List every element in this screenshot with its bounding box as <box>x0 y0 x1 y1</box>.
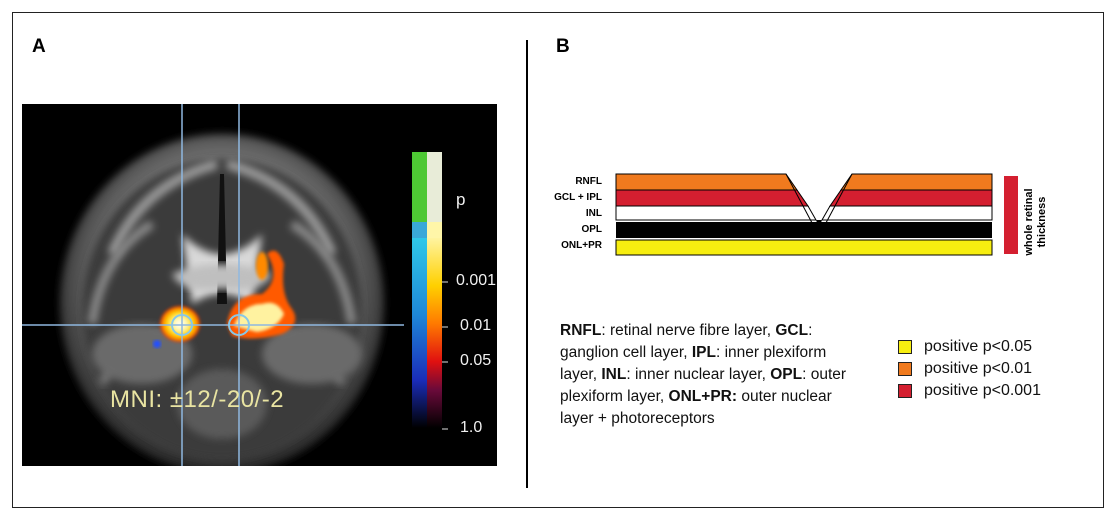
brain-mri-image: p 0.001 0.01 0.05 1.0 <box>22 104 497 466</box>
layer-band-inl <box>615 205 817 221</box>
colorbar-tick-label: 0.001 <box>456 272 497 289</box>
colorbar-tick-label: 0.01 <box>460 317 492 334</box>
layer-label-gcl-ipl: GCL + IPL <box>554 192 602 203</box>
layer-band-gcl-ipl <box>829 189 993 207</box>
mni-coordinates: MNI: ±12/-20/-2 <box>110 386 285 413</box>
whole-retinal-thickness-label: whole retinal thickness <box>1023 188 1048 256</box>
colorbar-p-label: p <box>456 190 466 209</box>
layer-label-onl-pr: ONL+PR <box>561 240 602 251</box>
legend-swatch <box>898 384 912 398</box>
panel-b-label: B <box>556 36 570 57</box>
significance-legend: positive p<0.05 positive p<0.01 positive… <box>898 336 1041 402</box>
layer-label-opl: OPL <box>581 224 602 235</box>
layer-band-onl-pr <box>615 239 993 256</box>
legend-swatch <box>898 362 912 376</box>
layer-band-rnfl <box>615 173 798 191</box>
legend-item: positive p<0.05 <box>898 336 1041 358</box>
colorbar-tick-label: 1.0 <box>460 419 483 436</box>
layer-label-inl: INL <box>585 208 602 219</box>
legend-item: positive p<0.01 <box>898 358 1041 380</box>
whole-retinal-thickness-bar <box>1004 176 1018 254</box>
legend-swatch <box>898 340 912 354</box>
panel-a-label: A <box>32 36 46 57</box>
retinal-layer-diagram <box>615 173 993 256</box>
layer-definitions: RNFL: retinal nerve fibre layer, GCL: ga… <box>560 322 847 427</box>
colorbar-tick-label: 0.05 <box>460 352 492 369</box>
layer-band-gcl-ipl <box>615 189 809 207</box>
layer-band-rnfl <box>840 173 993 191</box>
legend-item: positive p<0.001 <box>898 380 1041 402</box>
layer-band-inl <box>821 205 993 221</box>
layer-band-opl <box>616 222 992 238</box>
panel-divider <box>526 40 528 488</box>
layer-label-rnfl: RNFL <box>575 176 602 187</box>
figure-frame <box>12 12 1104 508</box>
